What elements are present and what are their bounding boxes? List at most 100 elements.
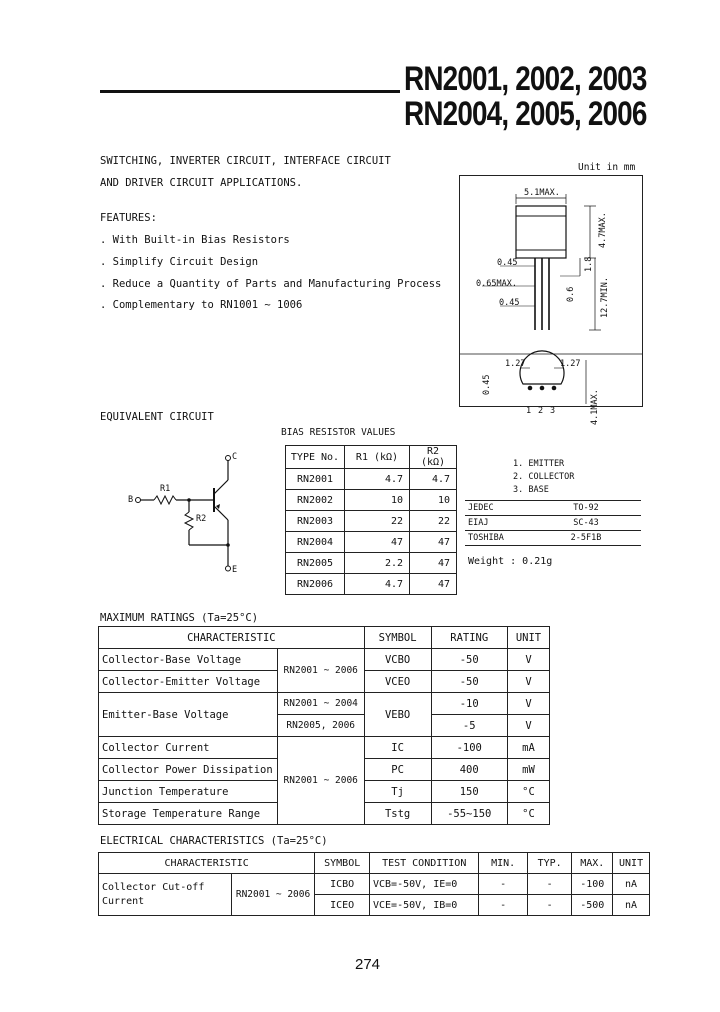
table-row: EIAJ SC-43 bbox=[465, 515, 641, 531]
table-row: Emitter-Base Voltage RN2001 ~ 2004 VEBO … bbox=[98, 692, 551, 737]
col-header: SYMBOL bbox=[314, 852, 370, 874]
table-row: TOSHIBA 2-5F1B bbox=[465, 530, 641, 546]
table-row: Collector-Base Voltage RN2001 ~ 2006 VCB… bbox=[98, 648, 551, 693]
dim-lead-2: 0.65MAX. bbox=[476, 279, 517, 289]
pin-number: 3 bbox=[550, 406, 556, 416]
r2-value: 47 bbox=[409, 531, 457, 553]
part-range: RN2001 ~ 2004 bbox=[276, 692, 365, 715]
pin-number: 1 bbox=[526, 406, 532, 416]
unit: mA bbox=[506, 736, 551, 759]
min: - bbox=[478, 894, 528, 916]
rating: -50 bbox=[430, 648, 508, 671]
dim-pitch-2: 1.27 bbox=[560, 359, 581, 369]
typ: - bbox=[526, 873, 573, 895]
symbol: VCEO bbox=[363, 670, 432, 693]
r1-value: 2.2 bbox=[344, 552, 410, 574]
elec-heading: ELECTRICAL CHARACTERISTICS (Ta=25°C) bbox=[100, 835, 328, 847]
col-header: UNIT bbox=[506, 626, 551, 649]
table-row: RN2004 47 47 bbox=[285, 531, 457, 553]
feature-item: . Complementary to RN1001 ~ 1006 bbox=[100, 299, 303, 311]
table-row: Junction Temperature Tj 150 °C bbox=[98, 780, 551, 803]
r2-value: 47 bbox=[409, 552, 457, 574]
type-no: RN2004 bbox=[285, 531, 345, 553]
std-name: EIAJ bbox=[465, 515, 531, 531]
unit: °C bbox=[506, 802, 551, 825]
symbol: ICEO bbox=[314, 894, 370, 916]
feature-item: . Simplify Circuit Design bbox=[100, 256, 259, 268]
part-range: RN2001 ~ 2006 bbox=[276, 648, 365, 693]
type-no: RN2003 bbox=[285, 510, 345, 532]
table-row: ICEO VCE=-50V, IB=0 - - -500 nA bbox=[99, 894, 650, 916]
rating: -5 bbox=[430, 714, 508, 737]
max-ratings-heading: MAXIMUM RATINGS (Ta=25°C) bbox=[100, 612, 259, 624]
min: - bbox=[478, 873, 528, 895]
table-row: Collector Power Dissipation PC 400 mW bbox=[98, 758, 551, 781]
table-header-row: CHARACTERISTIC SYMBOL RATING UNIT bbox=[98, 626, 551, 649]
rating: -50 bbox=[430, 670, 508, 693]
characteristic: Collector-Emitter Voltage bbox=[98, 670, 278, 693]
r1-value: 4.7 bbox=[344, 573, 410, 595]
std-name: TOSHIBA bbox=[465, 530, 531, 546]
unit: V bbox=[506, 648, 551, 671]
max-ratings-table: CHARACTERISTIC SYMBOL RATING UNIT Collec… bbox=[98, 626, 551, 825]
characteristic: Collector Current bbox=[98, 736, 278, 759]
table-row: JEDEC TO-92 bbox=[465, 500, 641, 516]
char-line-2: Current bbox=[102, 895, 145, 907]
r1-value: 10 bbox=[344, 489, 410, 511]
part-range: RN2001 ~ 2006 bbox=[276, 736, 365, 825]
unit: V bbox=[506, 714, 551, 737]
r1-value: 22 bbox=[344, 510, 410, 532]
table-row: RN2001 4.7 4.7 bbox=[285, 468, 457, 490]
unit: °C bbox=[506, 780, 551, 803]
test-condition: VCE=-50V, IB=0 bbox=[368, 894, 480, 916]
symbol: ICBO bbox=[314, 873, 370, 895]
pin-legend-item: 1. EMITTER bbox=[513, 459, 565, 469]
max: -500 bbox=[571, 894, 614, 916]
bias-heading: BIAS RESISTOR VALUES bbox=[281, 427, 396, 438]
col-header: UNIT bbox=[612, 852, 650, 874]
pin-number: 2 bbox=[538, 406, 544, 416]
dim-bottom-height: 4.1MAX. bbox=[590, 389, 600, 425]
test-condition: VCB=-50V, IE=0 bbox=[368, 873, 480, 895]
characteristic: Emitter-Base Voltage bbox=[98, 692, 278, 737]
dim-lead-1: 0.45 bbox=[497, 258, 518, 268]
col-header: MAX. bbox=[571, 852, 614, 874]
rating: 150 bbox=[430, 780, 508, 803]
unit: nA bbox=[612, 894, 650, 916]
col-header: SYMBOL bbox=[363, 626, 432, 649]
weight-label: Weight : 0.21g bbox=[468, 556, 553, 567]
dim-0-45-bottom: 0.45 bbox=[482, 374, 492, 395]
intro-line-2: AND DRIVER CIRCUIT APPLICATIONS. bbox=[100, 177, 303, 189]
equivalent-circuit-diagram bbox=[135, 455, 231, 572]
characteristic: Junction Temperature bbox=[98, 780, 278, 803]
std-value: 2-5F1B bbox=[531, 530, 641, 546]
table-row: RN2002 10 10 bbox=[285, 489, 457, 511]
rating: -55~150 bbox=[430, 802, 508, 825]
std-value: TO-92 bbox=[531, 500, 641, 516]
symbol: VCBO bbox=[363, 648, 432, 671]
rating: -10 bbox=[430, 692, 508, 715]
r2-value: 10 bbox=[409, 489, 457, 511]
table-row: RN2006 4.7 47 bbox=[285, 573, 457, 595]
characteristic: Collector Power Dissipation bbox=[98, 758, 278, 781]
part-range: RN2001 ~ 2006 bbox=[230, 873, 316, 916]
feature-item: . With Built-in Bias Resistors bbox=[100, 234, 290, 246]
equivalent-circuit-heading: EQUIVALENT CIRCUIT bbox=[100, 411, 214, 423]
table-header-row: CHARACTERISTIC SYMBOL TEST CONDITION MIN… bbox=[97, 852, 650, 874]
col-header: R2 (kΩ) bbox=[409, 445, 457, 469]
terminal-b-label: B bbox=[128, 495, 134, 505]
r1-value: 47 bbox=[344, 531, 410, 553]
col-header: R1 (kΩ) bbox=[344, 445, 410, 469]
typ: - bbox=[526, 894, 573, 916]
symbol: IC bbox=[363, 736, 432, 759]
intro-line-1: SWITCHING, INVERTER CIRCUIT, INTERFACE C… bbox=[100, 155, 391, 167]
unit: V bbox=[506, 692, 551, 715]
col-header: CHARACTERISTIC bbox=[98, 626, 365, 649]
terminal-c-label: C bbox=[232, 452, 238, 462]
dim-lead-length: 12.7MIN. bbox=[600, 277, 610, 318]
unit: mW bbox=[506, 758, 551, 781]
char-line-1: Collector Cut-off bbox=[102, 881, 205, 893]
table-row: Collector Current RN2001 ~ 2006 IC -100 … bbox=[98, 736, 551, 825]
table-row: RN2005 2.2 47 bbox=[285, 552, 457, 574]
r2-value: 47 bbox=[409, 573, 457, 595]
